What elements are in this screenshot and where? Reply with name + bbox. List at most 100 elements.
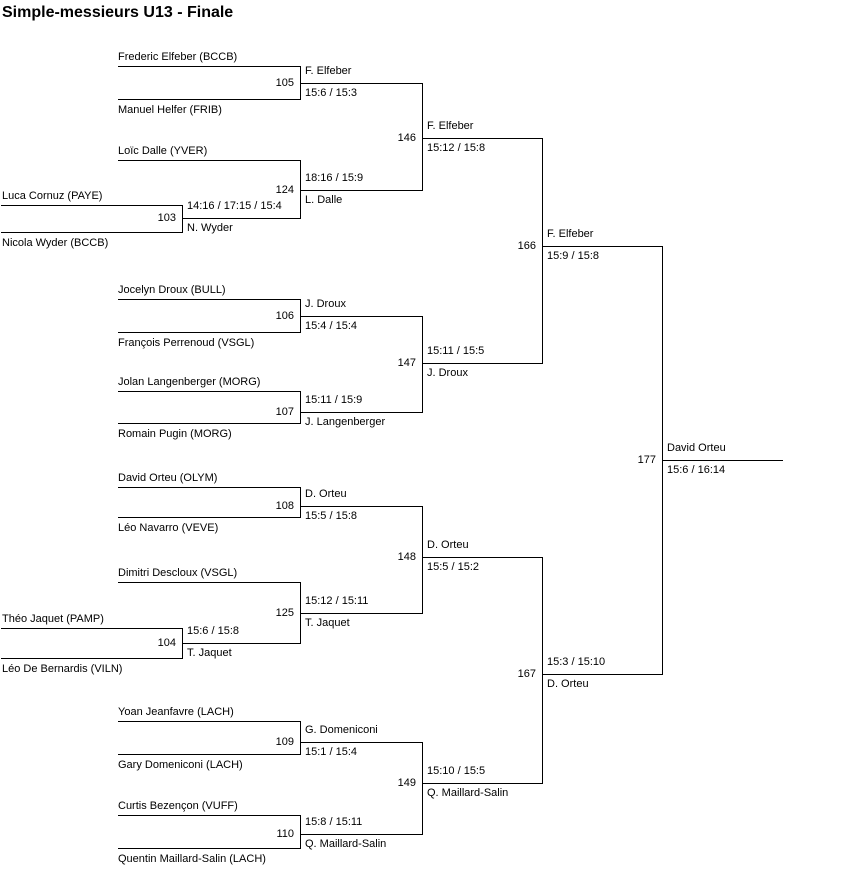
match-number: 177 <box>637 454 656 466</box>
match-number: 110 <box>276 828 294 840</box>
match-number: 149 <box>397 777 416 789</box>
player-line <box>1 205 182 206</box>
player-line <box>118 332 300 333</box>
match-score-label: 15:8 / 15:11 <box>305 816 363 828</box>
player-line <box>1 232 182 233</box>
match-score-label: 15:12 / 15:11 <box>305 595 369 607</box>
winner-name-label: F. Elfeber <box>547 228 594 240</box>
bracket-connector-vertical <box>422 83 423 191</box>
player-name-label: Luca Cornuz (PAYE) <box>2 190 103 202</box>
match-number: 125 <box>275 607 294 619</box>
match-number: 108 <box>275 500 294 512</box>
winner-line <box>662 460 783 461</box>
player-name-label: Yoan Jeanfavre (LACH) <box>118 706 234 718</box>
player-line <box>118 391 300 392</box>
player-name-label: Léo De Bernardis (VILN) <box>2 663 123 675</box>
match-number: 147 <box>397 357 416 369</box>
player-name-label: Jolan Langenberger (MORG) <box>118 376 261 388</box>
player-name-label: Léo Navarro (VEVE) <box>118 522 219 534</box>
winner-name-label: Q. Maillard-Salin <box>305 838 387 850</box>
match-number: 105 <box>275 77 294 89</box>
match-score-label: 15:12 / 15:8 <box>427 142 486 154</box>
winner-name-label: David Orteu <box>667 442 726 454</box>
winner-line <box>300 190 422 191</box>
match-score-label: 15:3 / 15:10 <box>547 656 606 668</box>
winner-name-label: D. Orteu <box>547 678 589 690</box>
winner-name-label: F. Elfeber <box>305 65 352 77</box>
match-score-label: 15:11 / 15:5 <box>427 345 485 357</box>
player-line <box>118 848 300 849</box>
winner-name-label: J. Droux <box>427 367 468 379</box>
match-number: 167 <box>517 668 536 680</box>
bracket-connector-vertical <box>182 205 183 233</box>
match-score-label: 15:4 / 15:4 <box>305 320 357 332</box>
winner-line <box>300 506 422 507</box>
winner-name-label: G. Domeniconi <box>305 724 378 736</box>
winner-line <box>422 557 542 558</box>
winner-line <box>300 316 422 317</box>
winner-name-label: L. Dalle <box>305 194 343 206</box>
player-line <box>1 628 182 629</box>
match-number: 109 <box>275 736 294 748</box>
bracket-connector-vertical <box>422 316 423 413</box>
player-line <box>118 160 300 161</box>
bracket-connector-vertical <box>542 557 543 784</box>
winner-line <box>182 643 300 644</box>
match-number: 146 <box>397 132 416 144</box>
winner-line <box>300 412 422 413</box>
bracket-connector-vertical <box>300 815 301 849</box>
winner-name-label: T. Jaquet <box>187 647 232 659</box>
match-score-label: 15:6 / 15:3 <box>305 87 357 99</box>
player-name-label: Nicola Wyder (BCCB) <box>2 237 109 249</box>
match-number: 106 <box>275 310 294 322</box>
match-score-label: 15:6 / 16:14 <box>667 464 726 476</box>
bracket-connector-vertical <box>542 138 543 364</box>
player-name-label: Loïc Dalle (YVER) <box>118 145 208 157</box>
player-line <box>118 487 300 488</box>
player-line <box>118 99 300 100</box>
player-name-label: Gary Domeniconi (LACH) <box>118 759 243 771</box>
match-score-label: 14:16 / 17:15 / 15:4 <box>187 200 282 212</box>
player-line <box>118 815 300 816</box>
match-score-label: 15:9 / 15:8 <box>547 250 599 262</box>
winner-line <box>300 834 422 835</box>
winner-line <box>542 674 662 675</box>
player-line <box>118 754 300 755</box>
player-name-label: Théo Jaquet (PAMP) <box>2 613 104 625</box>
winner-line <box>300 742 422 743</box>
winner-line <box>422 783 542 784</box>
player-name-label: David Orteu (OLYM) <box>118 472 218 484</box>
bracket-connector-vertical <box>422 506 423 614</box>
player-line <box>118 299 300 300</box>
player-name-label: Frederic Elfeber (BCCB) <box>118 51 238 63</box>
winner-line <box>300 613 422 614</box>
winner-line <box>422 138 542 139</box>
page-title: Simple-messieurs U13 - Finale <box>2 4 234 21</box>
player-name-label: François Perrenoud (VSGL) <box>118 337 255 349</box>
match-number: 107 <box>275 406 294 418</box>
player-line <box>118 423 300 424</box>
player-line <box>118 517 300 518</box>
bracket-connector-vertical <box>300 487 301 518</box>
match-score-label: 18:16 / 15:9 <box>305 172 364 184</box>
player-line <box>118 721 300 722</box>
player-line <box>118 66 300 67</box>
winner-line <box>182 218 300 219</box>
match-score-label: 15:5 / 15:2 <box>427 561 479 573</box>
bracket-connector-vertical <box>300 160 301 219</box>
bracket-connector-vertical <box>300 721 301 755</box>
winner-name-label: D. Orteu <box>305 488 347 500</box>
player-name-label: Romain Pugin (MORG) <box>118 428 232 440</box>
player-line <box>1 658 182 659</box>
bracket-connector-vertical <box>300 391 301 424</box>
match-score-label: 15:10 / 15:5 <box>427 765 486 777</box>
player-line <box>118 582 300 583</box>
player-name-label: Dimitri Descloux (VSGL) <box>118 567 238 579</box>
match-score-label: 15:5 / 15:8 <box>305 510 357 522</box>
winner-name-label: N. Wyder <box>187 222 233 234</box>
match-number: 104 <box>157 637 176 649</box>
match-number: 124 <box>275 184 294 196</box>
winner-name-label: T. Jaquet <box>305 617 350 629</box>
match-score-label: 15:1 / 15:4 <box>305 746 357 758</box>
